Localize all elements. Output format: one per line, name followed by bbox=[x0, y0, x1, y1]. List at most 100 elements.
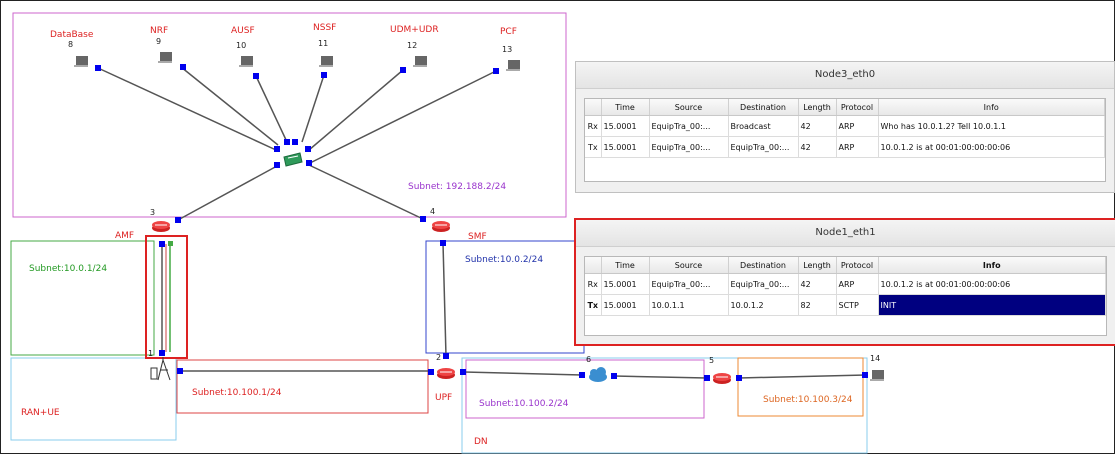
col-time[interactable]: Time bbox=[601, 99, 650, 116]
cell-protocol: SCTP bbox=[836, 294, 879, 316]
node-id-2: 2 bbox=[436, 353, 441, 362]
node-id-11: 11 bbox=[318, 39, 328, 48]
cell-source: EquipTra_00:... bbox=[649, 136, 729, 158]
col-dir bbox=[585, 257, 602, 274]
node3-packet-table[interactable]: Time Source Destination Length Protocol … bbox=[584, 98, 1106, 182]
computer-icon[interactable] bbox=[239, 56, 253, 67]
col-length[interactable]: Length bbox=[798, 99, 837, 116]
cell-length: 42 bbox=[798, 136, 837, 158]
table-header: Time Source Destination Length Protocol … bbox=[585, 99, 1105, 116]
node-id-5: 5 bbox=[709, 356, 714, 365]
node3-capture-panel[interactable]: Node3_eth0 Time Source Destination Lengt… bbox=[575, 61, 1115, 193]
router-icon[interactable] bbox=[432, 221, 450, 232]
core-subnet-box[interactable] bbox=[12, 12, 567, 218]
amf-port-green[interactable] bbox=[168, 241, 173, 246]
host-subnet-label: Subnet:10.100.3/24 bbox=[763, 395, 853, 405]
col-source[interactable]: Source bbox=[649, 257, 729, 274]
core-subnet-label: Subnet: 192.188.2/24 bbox=[408, 182, 506, 192]
computer-icon[interactable] bbox=[74, 56, 88, 67]
router-icon[interactable] bbox=[437, 368, 455, 379]
col-protocol[interactable]: Protocol bbox=[836, 257, 879, 274]
col-protocol[interactable]: Protocol bbox=[836, 99, 879, 116]
cell-source: EquipTra_00:... bbox=[649, 273, 729, 295]
cell-length: 82 bbox=[798, 294, 837, 316]
node1-panel-title: Node1_eth1 bbox=[576, 220, 1115, 247]
ran-label: RAN+UE bbox=[21, 408, 60, 418]
cell-dir: Rx bbox=[585, 115, 602, 137]
cell-length: 42 bbox=[798, 273, 837, 295]
node-id-10: 10 bbox=[236, 41, 246, 50]
node-label-pcf: PCF bbox=[500, 27, 517, 37]
smf-subnet-label: Subnet:10.0.2/24 bbox=[465, 255, 543, 265]
computer-icon[interactable] bbox=[870, 370, 884, 381]
dn-outer-box[interactable] bbox=[461, 357, 868, 454]
node-id-13: 13 bbox=[502, 45, 512, 54]
phone-icon[interactable] bbox=[150, 367, 158, 380]
col-info[interactable]: Info bbox=[878, 257, 1106, 274]
base-station-icon[interactable] bbox=[157, 357, 171, 381]
table-row[interactable]: Tx 15.0001 EquipTra_00:... EquipTra_00:.… bbox=[585, 136, 1105, 158]
computer-icon[interactable] bbox=[413, 56, 427, 67]
cloud-icon[interactable] bbox=[589, 367, 607, 382]
cell-protocol: ARP bbox=[836, 273, 879, 295]
computer-icon[interactable] bbox=[158, 52, 172, 63]
col-source[interactable]: Source bbox=[649, 99, 729, 116]
node-label-ausf: AUSF bbox=[231, 26, 255, 36]
col-destination[interactable]: Destination bbox=[728, 99, 799, 116]
node-label-database: DataBase bbox=[50, 30, 94, 40]
links bbox=[97, 66, 867, 379]
cell-dir: Rx bbox=[585, 273, 602, 295]
router-icon[interactable] bbox=[713, 373, 731, 384]
upf-subnet-box[interactable] bbox=[176, 359, 429, 414]
switch-icon[interactable] bbox=[283, 152, 303, 167]
amf-label: AMF bbox=[115, 231, 134, 241]
col-length[interactable]: Length bbox=[798, 257, 837, 274]
smf-label: SMF bbox=[468, 232, 487, 242]
node-label-udm-udr: UDM+UDR bbox=[390, 25, 439, 35]
cell-time: 15.0001 bbox=[601, 136, 650, 158]
router-icon[interactable] bbox=[152, 221, 170, 232]
node-label-nssf: NSSF bbox=[313, 23, 336, 33]
amf-subnet-box[interactable] bbox=[10, 240, 155, 356]
table-row[interactable]: Rx 15.0001 EquipTra_00:... EquipTra_00:.… bbox=[585, 273, 1106, 295]
upf-subnet-label: Subnet:10.100.1/24 bbox=[192, 388, 282, 398]
node1-capture-panel[interactable]: Node1_eth1 Time Source Destination Lengt… bbox=[574, 218, 1115, 346]
amf-highlight-box bbox=[145, 235, 188, 359]
node-id-4: 4 bbox=[430, 207, 435, 216]
computer-icon[interactable] bbox=[319, 56, 333, 67]
node-id-14: 14 bbox=[870, 354, 880, 363]
cell-info: INIT bbox=[878, 294, 1106, 316]
amf-subnet-label: Subnet:10.0.1/24 bbox=[29, 264, 107, 274]
host-subnet-box[interactable] bbox=[737, 357, 864, 417]
node-id-3: 3 bbox=[150, 208, 155, 217]
cell-protocol: ARP bbox=[836, 136, 879, 158]
table-row[interactable]: Rx 15.0001 EquipTra_00:... Broadcast 42 … bbox=[585, 115, 1105, 137]
cell-info: Who has 10.0.1.2? Tell 10.0.1.1 bbox=[878, 115, 1105, 137]
node-id-12: 12 bbox=[407, 41, 417, 50]
cell-destination: EquipTra_00:... bbox=[728, 273, 799, 295]
col-time[interactable]: Time bbox=[601, 257, 650, 274]
cell-destination: 10.0.1.2 bbox=[728, 294, 799, 316]
cell-dir: Tx bbox=[585, 294, 602, 316]
node-id-9: 9 bbox=[156, 37, 161, 46]
col-dir bbox=[585, 99, 602, 116]
dn-inner-box[interactable] bbox=[465, 359, 705, 419]
cell-source: EquipTra_00:... bbox=[649, 115, 729, 137]
node1-packet-table[interactable]: Time Source Destination Length Protocol … bbox=[584, 256, 1107, 336]
col-destination[interactable]: Destination bbox=[728, 257, 799, 274]
ports[interactable] bbox=[95, 64, 868, 381]
cell-source: 10.0.1.1 bbox=[649, 294, 729, 316]
cell-protocol: ARP bbox=[836, 115, 879, 137]
cell-time: 15.0001 bbox=[601, 115, 650, 137]
table-header: Time Source Destination Length Protocol … bbox=[585, 257, 1106, 274]
col-info[interactable]: Info bbox=[878, 99, 1105, 116]
node-id-6: 6 bbox=[586, 355, 591, 364]
cell-info: 10.0.1.2 is at 00:01:00:00:00:06 bbox=[878, 136, 1105, 158]
ran-subnet-box[interactable] bbox=[10, 357, 177, 441]
node-id-1: 1 bbox=[148, 349, 153, 358]
cell-destination: Broadcast bbox=[728, 115, 799, 137]
computer-icon[interactable] bbox=[506, 60, 520, 71]
cell-destination: EquipTra_00:... bbox=[728, 136, 799, 158]
table-row-selected[interactable]: Tx 15.0001 10.0.1.1 10.0.1.2 82 SCTP INI… bbox=[585, 294, 1106, 316]
